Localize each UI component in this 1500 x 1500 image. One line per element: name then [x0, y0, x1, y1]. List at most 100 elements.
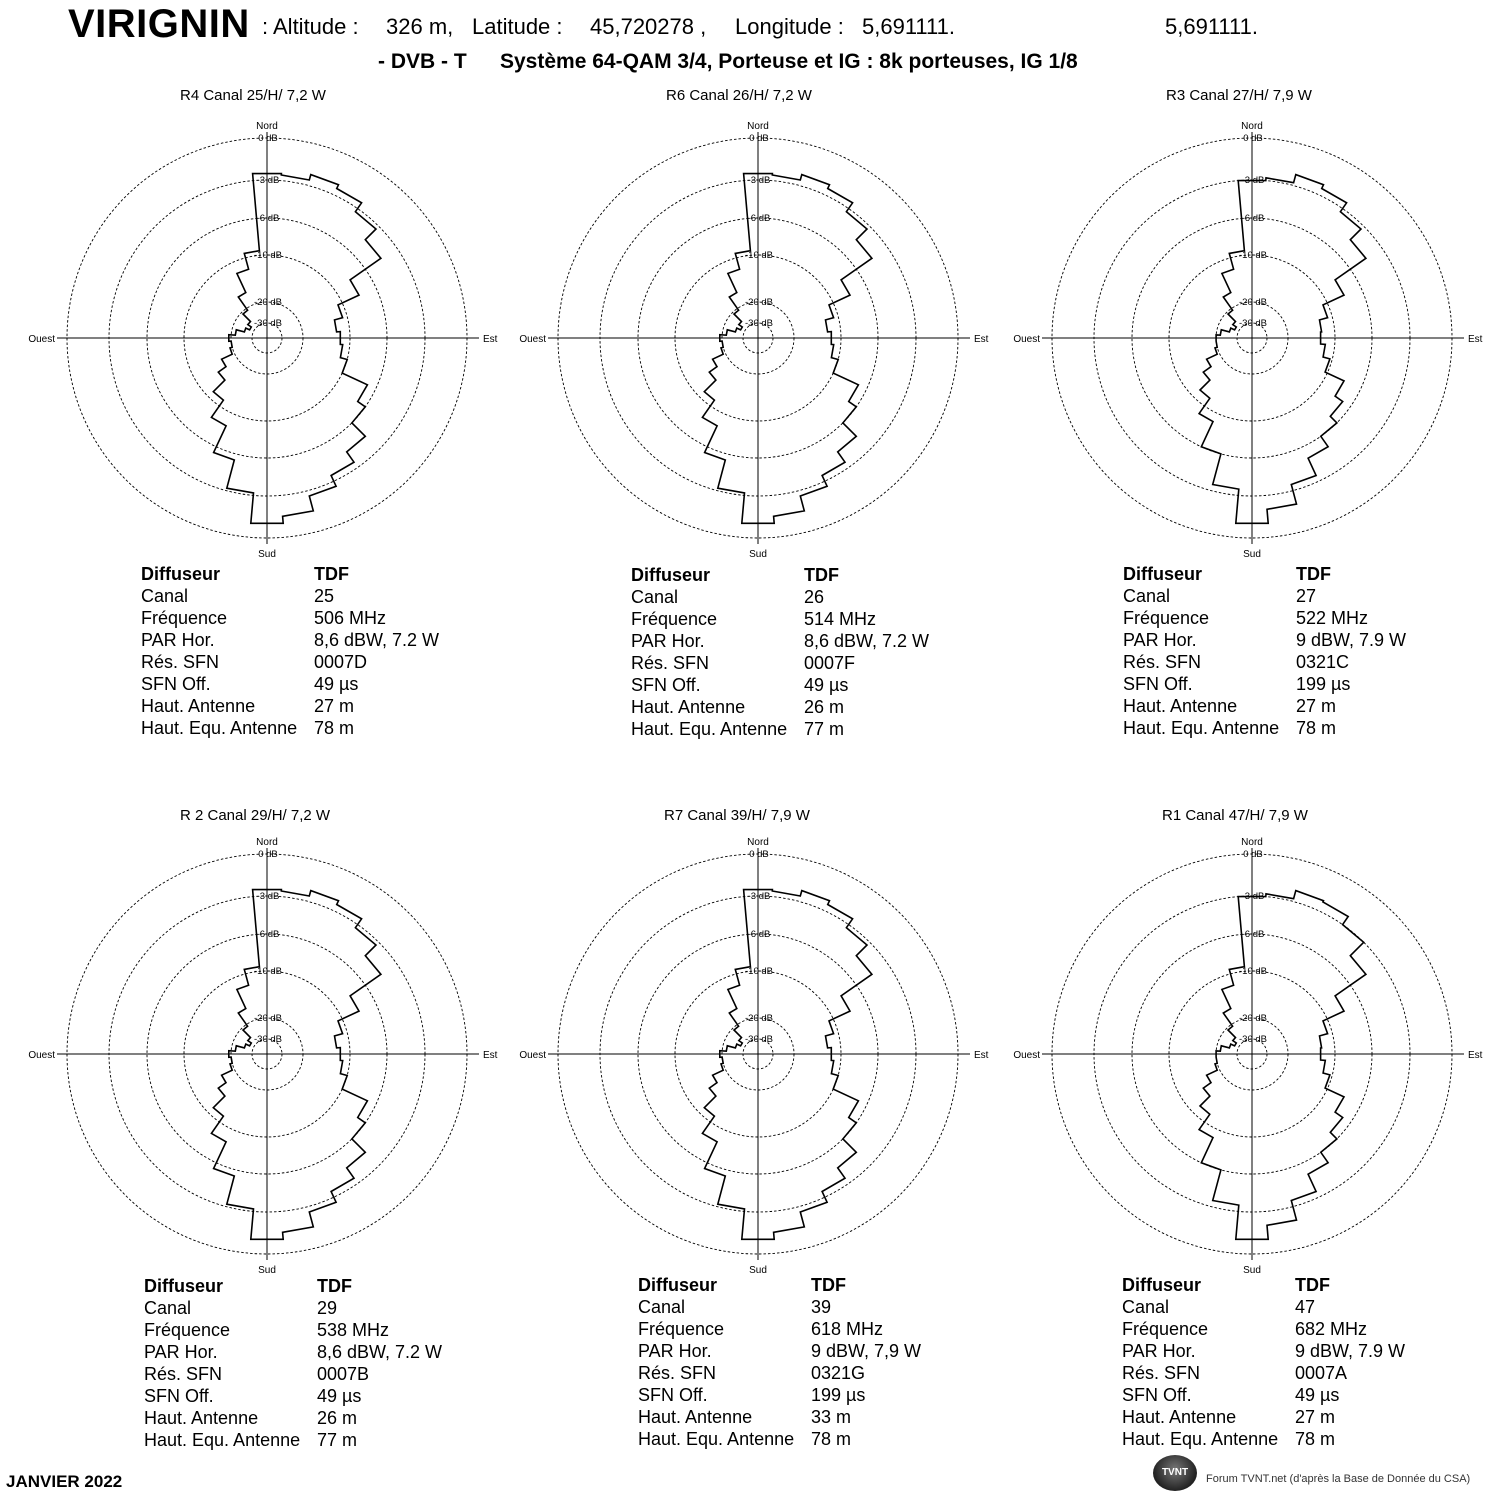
value: 8,6 dBW, 7.2 W	[314, 630, 440, 650]
row-haut-equ-antenne: Haut. Equ. Antenne 77 m	[631, 718, 929, 740]
key: SFN Off.	[638, 1385, 708, 1405]
key: Diffuseur	[1123, 564, 1203, 584]
key: Diffuseur	[144, 1276, 224, 1296]
value: 26	[804, 587, 825, 607]
row-sfn-off: SFN Off.49 µs	[1122, 1384, 1405, 1406]
row-sfn-off: SFN Off.199 µs	[638, 1384, 921, 1406]
direction-south: Sud	[749, 549, 767, 558]
value: 8,6 dBW, 7.2 W	[317, 1342, 443, 1362]
value: 0007A	[1295, 1363, 1348, 1383]
key: Fréquence	[141, 608, 228, 628]
direction-south: Sud	[749, 1265, 767, 1274]
key: SFN Off.	[144, 1386, 214, 1406]
radiation-pattern	[701, 172, 874, 525]
radiation-pattern	[1197, 173, 1368, 525]
ring-label-3: -10 dB	[745, 250, 773, 261]
row-par-hor: PAR Hor.8,6 dBW, 7.2 W	[144, 1341, 442, 1363]
key: Canal	[144, 1298, 192, 1318]
ring-label-0: 0 dB	[258, 849, 278, 860]
key: Canal	[1122, 1297, 1170, 1317]
ring-label-2: -6 dB	[1242, 213, 1265, 224]
key: Rés. SFN	[638, 1363, 717, 1383]
ring-label-3: -10 dB	[254, 250, 282, 261]
key: Haut. Antenne	[141, 696, 256, 716]
row-diffuseur: Diffuseur TDF	[1123, 563, 1406, 585]
key: Fréquence	[144, 1320, 231, 1340]
row-res-sfn: Rés. SFN 0321G	[638, 1362, 921, 1384]
key: Canal	[638, 1297, 686, 1317]
radiation-pattern	[210, 888, 383, 1241]
key: Rés. SFN	[1123, 652, 1202, 672]
key: Haut. Antenne	[631, 697, 746, 717]
ring-label-2: -6 dB	[1242, 929, 1265, 940]
value: 522 MHz	[1296, 608, 1369, 628]
value: 618 MHz	[811, 1319, 884, 1339]
key: Haut. Equ. Antenne	[638, 1429, 795, 1449]
key: Haut. Equ. Antenne	[631, 719, 788, 739]
ring-label-3: -10 dB	[1239, 966, 1267, 977]
value: TDF	[1296, 564, 1331, 584]
value: 78 m	[1296, 718, 1337, 738]
ring-label-1: -3 dB	[748, 175, 771, 186]
ring-label-5: -30 dB	[254, 1034, 282, 1045]
ring-label-5: -30 dB	[745, 1034, 773, 1045]
key: SFN Off.	[1122, 1385, 1192, 1405]
direction-west: Ouest	[28, 334, 55, 345]
ring-label-0: 0 dB	[1243, 849, 1263, 860]
row-sfn-off: SFN Off.49 µs	[631, 674, 929, 696]
direction-north: Nord	[747, 837, 769, 848]
value: TDF	[1295, 1275, 1330, 1295]
footer-credit: Forum TVNT.net (d'après la Base de Donné…	[1206, 1473, 1471, 1485]
value: 77 m	[317, 1430, 358, 1450]
key: PAR Hor.	[141, 630, 215, 650]
value: 77 m	[804, 719, 845, 739]
key: SFN Off.	[631, 675, 701, 695]
direction-west: Ouest	[519, 1050, 546, 1061]
value: 0007D	[314, 652, 368, 672]
row-sfn-off: SFN Off.49 µs	[141, 673, 439, 695]
ring-label-0: 0 dB	[258, 133, 278, 144]
direction-east: Est	[1468, 1050, 1483, 1061]
key: Canal	[1123, 586, 1171, 606]
key: Fréquence	[1122, 1319, 1209, 1339]
key: Diffuseur	[638, 1275, 718, 1295]
ring-label-3: -10 dB	[254, 966, 282, 977]
ring-label-4: -20 dB	[1239, 1013, 1267, 1024]
row-res-sfn: Rés. SFN 0321C	[1123, 651, 1406, 673]
direction-north: Nord	[747, 121, 769, 132]
direction-west: Ouest	[519, 334, 546, 345]
key: Fréquence	[631, 609, 718, 629]
value: 0321C	[1296, 652, 1350, 672]
ring-label-4: -20 dB	[1239, 297, 1267, 308]
site-name: VIRIGNIN	[68, 2, 250, 46]
direction-west: Ouest	[28, 1050, 55, 1061]
row-haut-antenne: Haut. Antenne 27 m	[141, 695, 439, 717]
value: 0321G	[811, 1363, 866, 1383]
direction-north: Nord	[1241, 837, 1263, 848]
value: 27 m	[314, 696, 355, 716]
